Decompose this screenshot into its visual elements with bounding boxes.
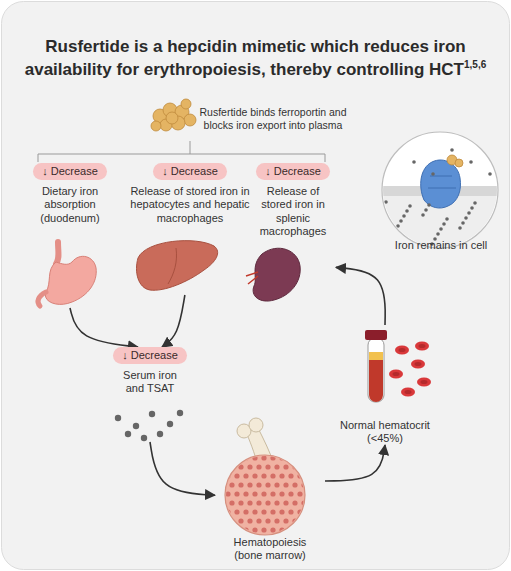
effect-pill: ↓ Decrease [153, 163, 227, 180]
bone [225, 418, 307, 535]
red-blood-cells [389, 342, 431, 397]
effect-box: ↓ DecreaseRelease of stored iron in sple… [250, 163, 336, 308]
node-label: Hematopoiesis (bone marrow) [228, 536, 312, 562]
reference-superscript: 1,5,6 [464, 59, 486, 70]
ferroportin-inset [380, 132, 500, 256]
node-label: Serum iron and TSAT [115, 369, 185, 395]
iron-dots [115, 410, 183, 441]
bracket [38, 141, 325, 162]
blood-tube [365, 330, 387, 402]
node-label: Release of stored iron in splenic macrop… [250, 185, 336, 238]
flow-arrow [325, 445, 385, 481]
stage-box: Normal hematocrit (<45%) [335, 325, 435, 445]
flow-arrow [150, 442, 215, 495]
effect-pill: ↓ Decrease [33, 163, 107, 180]
effect-pill: ↓ Decrease [256, 163, 330, 180]
spleen [246, 248, 300, 301]
title-text: Rusfertide is a hepcidin mimetic which r… [25, 37, 466, 79]
mechanism-note: Rusfertide binds ferroportin and blocks … [198, 106, 348, 131]
drug-molecule [151, 99, 196, 131]
effect-pill: ↓ Decrease [113, 347, 187, 364]
effect-box: ↓ DecreaseDietary iron absorption (duode… [22, 163, 118, 308]
node-label: Release of stored iron in hepatocytes an… [129, 185, 251, 225]
node-label: Iron remains in cell [395, 239, 487, 252]
stomach [38, 242, 96, 306]
title: Rusfertide is a hepcidin mimetic which r… [22, 36, 489, 81]
stage-box: Iron remains in cell [385, 128, 497, 252]
node-label: Dietary iron absorption (duodenum) [30, 185, 110, 225]
flow-arrow [162, 295, 185, 347]
flow-arrow [70, 308, 138, 347]
effect-box: ↓ DecreaseSerum iron and TSAT [100, 347, 200, 442]
node-label: Normal hematocrit (<45%) [337, 419, 433, 445]
liver [137, 241, 218, 291]
flow-arrow [336, 267, 385, 325]
effect-box: ↓ DecreaseRelease of stored iron in hepa… [126, 163, 254, 295]
stage-box: Hematopoiesis (bone marrow) [215, 420, 325, 562]
